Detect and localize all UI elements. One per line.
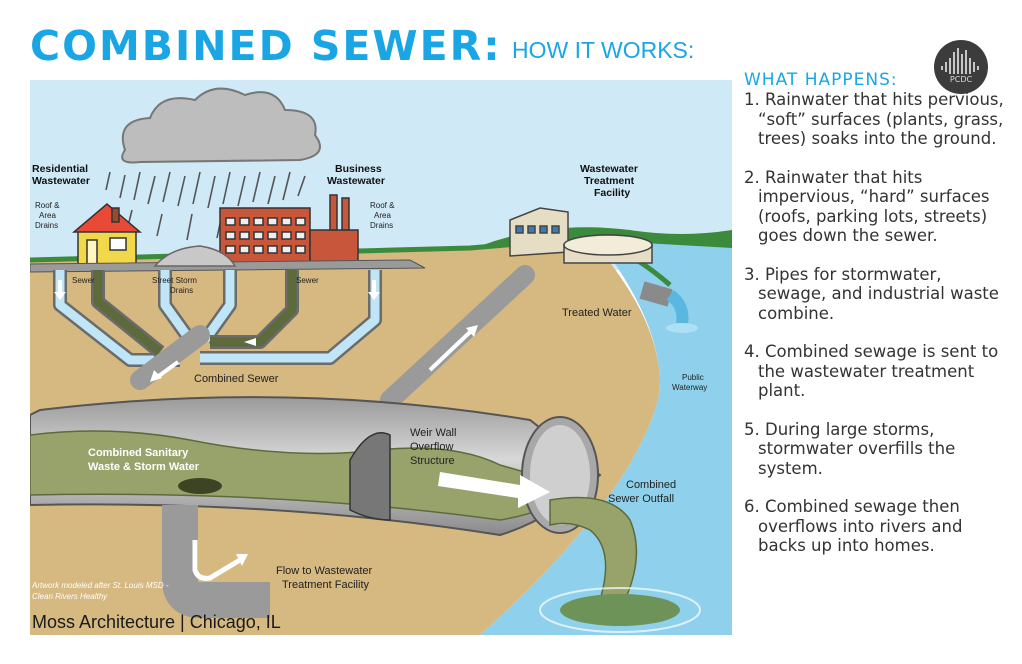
- label-weir-3: Structure: [410, 455, 455, 467]
- combined-sewer-pipe: [130, 325, 210, 390]
- label-combined-sewer: Combined Sewer: [194, 373, 279, 385]
- page-subtitle: HOW IT WORKS:: [512, 37, 695, 63]
- page-title: COMBINED SEWER:: [30, 22, 502, 70]
- treatment-facility: [509, 207, 653, 264]
- flow-arrow-facility: [428, 330, 472, 372]
- label-facility-3: Facility: [594, 187, 630, 199]
- label-business-2: Wastewater: [327, 175, 385, 187]
- label-weir-2: Overflow: [410, 441, 453, 453]
- label-residential: Residential: [32, 163, 88, 175]
- label-facility-2: Treatment: [584, 175, 635, 187]
- label-outfall: Combined: [626, 479, 676, 491]
- logo-text: PCDC: [949, 75, 973, 84]
- logo: PCDC: [934, 40, 988, 94]
- svg-text:Roof &: Roof &: [35, 201, 60, 210]
- outfall-pool: [560, 594, 680, 626]
- svg-text:Public: Public: [682, 373, 704, 382]
- label-flow-2: Treatment Facility: [282, 579, 370, 591]
- svg-text:Roof &: Roof &: [370, 201, 395, 210]
- flow-labels: Treated Water Combined Sewer Weir Wall O…: [194, 307, 676, 591]
- label-treated-water: Treated Water: [562, 307, 632, 319]
- building-labels: Residential Wastewater Business Wastewat…: [32, 163, 638, 199]
- what-happens-heading: WHAT HAPPENS:: [744, 70, 898, 90]
- label-weir: Weir Wall: [410, 427, 456, 439]
- svg-text:Waste & Storm Water: Waste & Storm Water: [88, 461, 200, 473]
- what-happens-panel: WHAT HAPPENS: 1. Rainwater that hits per…: [744, 70, 1014, 575]
- label-flow: Flow to Wastewater: [276, 565, 373, 577]
- artwork-note: Artwork modeled after St. Louis MSD - Cl…: [32, 581, 169, 601]
- credit: Moss Architecture | Chicago, IL: [32, 612, 281, 632]
- label-residential-2: Wastewater: [32, 175, 90, 187]
- svg-text:Waterway: Waterway: [672, 383, 707, 392]
- sewage-in-pipe: [30, 430, 572, 521]
- step-4: 4. Combined sewage is sent to the wastew…: [744, 342, 999, 400]
- weir-wall: [349, 432, 391, 521]
- label-facility: Wastewater: [580, 163, 638, 175]
- storm-drain-mound: [153, 245, 237, 267]
- svg-text:Sewer: Sewer: [296, 276, 319, 285]
- pipe-to-facility: [380, 265, 535, 410]
- overflow-arrow: [438, 472, 550, 508]
- svg-text:Area: Area: [374, 211, 391, 220]
- step-5: 5. During large storms, stormwater overf…: [744, 419, 956, 478]
- svg-text:Drains: Drains: [370, 221, 393, 230]
- waterway: [480, 230, 732, 635]
- label-business: Business: [335, 163, 382, 175]
- step-1: 1. Rainwater that hits pervious, “soft” …: [744, 90, 1004, 148]
- step-3: 3. Pipes for stormwater, sewage, and ind…: [744, 264, 999, 323]
- svg-text:Street Storm: Street Storm: [152, 276, 197, 285]
- combined-sewer-illustration: Residential Wastewater Business Wastewat…: [30, 80, 732, 635]
- lower-pipe: [162, 505, 270, 618]
- svg-text:Drains: Drains: [35, 221, 58, 230]
- svg-text:Sewer: Sewer: [72, 276, 95, 285]
- svg-text:Area: Area: [39, 211, 56, 220]
- cloud: [121, 87, 321, 164]
- drain-labels: Roof & Area Drains Roof & Area Drains Se…: [35, 201, 395, 295]
- pipe-labels: Combined Sanitary Waste & Storm Water: [88, 447, 200, 473]
- steps-list: 1. Rainwater that hits pervious, “soft” …: [744, 90, 1014, 556]
- soundwave-icon: [941, 48, 979, 74]
- step-2: 2. Rainwater that hits impervious, “hard…: [744, 167, 990, 246]
- step-6: 6. Combined sewage then overflows into r…: [744, 497, 963, 555]
- main-combined-pipe: [30, 396, 602, 537]
- waterway-label: Public Waterway: [672, 373, 707, 392]
- svg-text:Drains: Drains: [170, 286, 193, 295]
- treated-water-pipe: [639, 281, 698, 333]
- label-outfall-2: Sewer Outfall: [608, 493, 674, 505]
- svg-text:Combined Sanitary: Combined Sanitary: [88, 447, 189, 459]
- surface-flow-arrows: [54, 280, 380, 346]
- house: [71, 203, 143, 267]
